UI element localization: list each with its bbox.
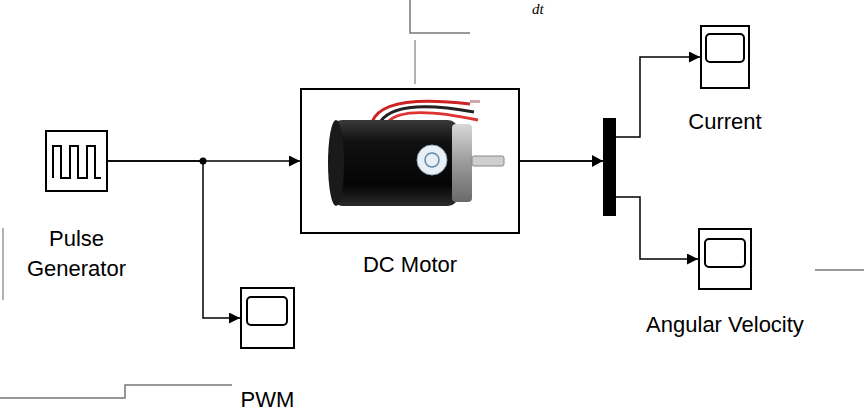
scope-screen — [247, 297, 287, 325]
scope-block: Current — [700, 25, 750, 89]
scope-screen — [705, 239, 745, 267]
scope-block: PWM — [240, 287, 295, 349]
block-label: Angular Velocity — [625, 310, 825, 340]
block-label: DC Motor — [310, 250, 510, 280]
block-label: Current — [665, 107, 785, 137]
leader-line — [2, 228, 4, 300]
pulse-icon — [53, 146, 101, 178]
scope-screen — [706, 34, 744, 62]
leader-line — [815, 269, 864, 271]
junction-dot — [200, 158, 207, 165]
demux-bar — [603, 118, 616, 216]
leader-line — [414, 40, 416, 84]
scope-block: Angular Velocity — [698, 228, 752, 290]
equation-fragment: dt — [532, 0, 544, 18]
block-label: PWM — [218, 385, 318, 415]
callout-bracket — [410, 0, 470, 33]
dc-motor-block: DC Motor — [300, 88, 520, 234]
signal-line — [108, 161, 240, 318]
arrow-head — [592, 155, 603, 167]
block-label: Pulse Generator — [17, 224, 137, 284]
leader-line — [0, 385, 232, 398]
motor-photo — [328, 100, 504, 206]
pulse-generator-block: Pulse Generator — [45, 130, 108, 192]
